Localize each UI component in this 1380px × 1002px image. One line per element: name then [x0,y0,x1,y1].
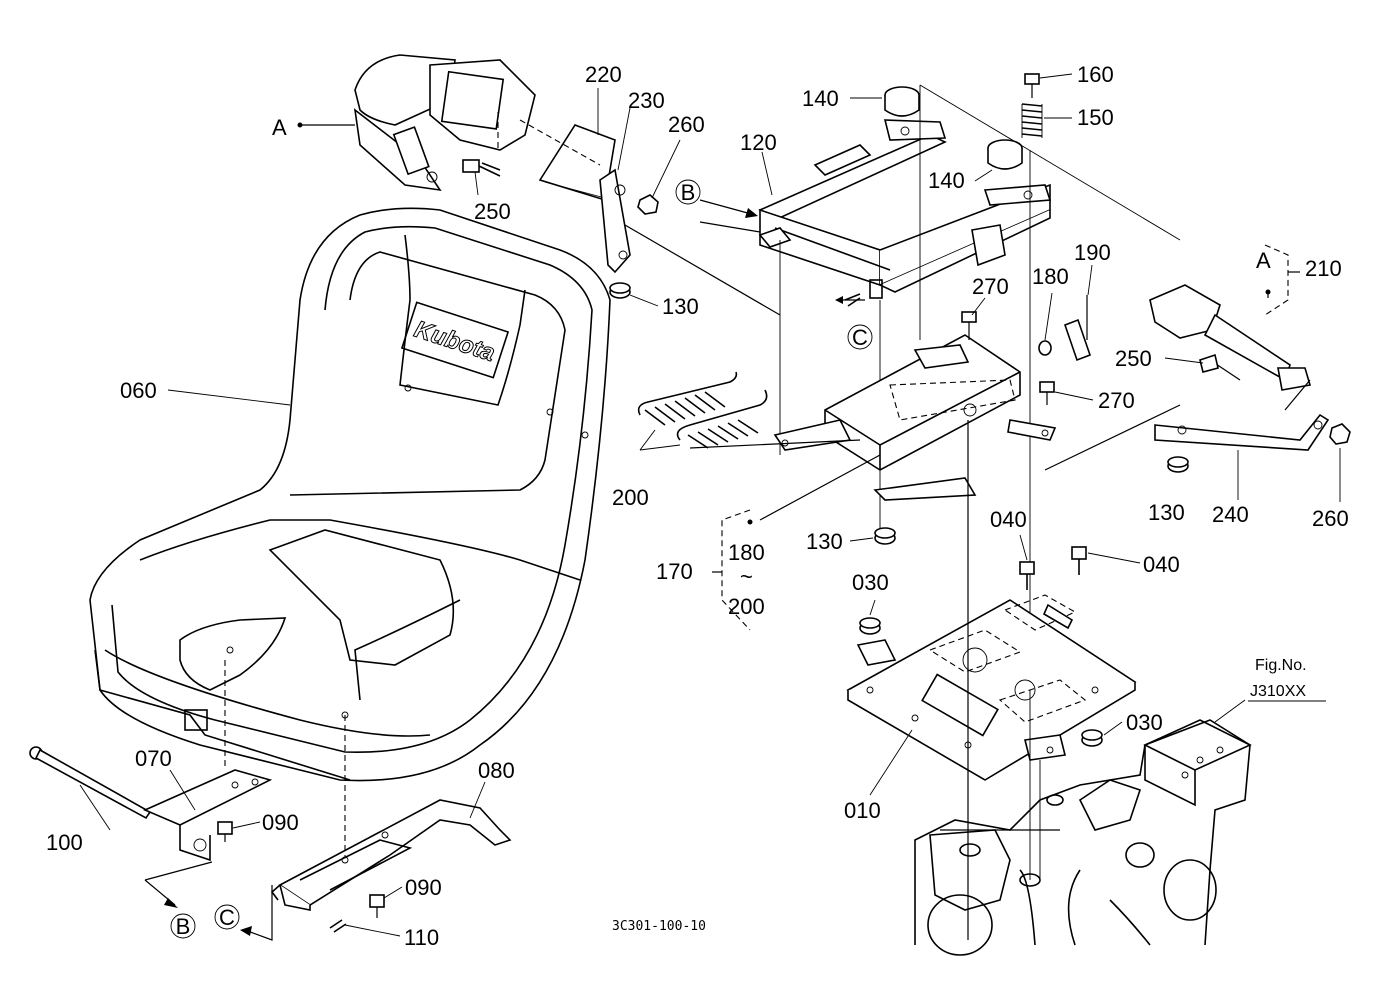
bolt-090-right [369,894,385,918]
label-030-left: 030 [852,570,889,595]
leader-lines [79,73,1341,941]
transmission-housing [914,690,1252,956]
fig-no-value: J310XX [1250,683,1306,700]
bracket-070 [143,660,273,862]
label-150: 150 [1077,105,1114,130]
label-080: 080 [478,758,515,783]
label-210: 210 [1305,256,1342,281]
roller-140-right [987,139,1023,170]
ref-circle-c-top [847,324,873,350]
seat-belt-buckle [1149,244,1312,411]
nut-260-left [637,194,659,215]
ref-label-b-bottom: B [176,914,191,939]
bushing-030-right [1081,729,1103,747]
bolt-250-left [462,159,501,177]
label-100: 100 [46,830,83,855]
bushing-130-right [1167,456,1189,473]
seat-060: Kubota [89,207,611,782]
label-200-left: 200 [612,485,649,510]
bolt-270-top [961,311,977,340]
label-260-top: 260 [668,112,705,137]
label-090-right: 090 [405,875,442,900]
label-200-group: 200 [728,594,765,619]
label-040-right: 040 [1143,552,1180,577]
spring-200 [637,371,768,449]
bar-240 [1044,404,1330,471]
label-190: 190 [1074,240,1111,265]
cover-220 [519,119,616,202]
ref-circle-c-bottom [214,904,240,930]
label-160: 160 [1077,62,1114,87]
ref-label-a-left: A [272,115,287,140]
label-250-right: 250 [1115,346,1152,371]
label-120: 120 [740,130,777,155]
label-180-top: 180 [1032,264,1069,289]
label-130-left: 130 [662,294,699,319]
bolt-160 [1024,73,1040,98]
bolt-270-right [1039,381,1055,405]
bushing-030-left [859,617,881,635]
label-180-group: 180 [728,540,765,565]
bracket-080 [278,715,512,911]
label-060: 060 [120,378,157,403]
base-bracket [689,334,1057,501]
label-070: 070 [135,746,172,771]
washer-180 [1038,340,1052,356]
label-240: 240 [1212,502,1249,527]
label-010: 010 [844,798,881,823]
label-220: 220 [585,62,622,87]
nut-260-right [1329,423,1351,445]
spring-150 [1021,103,1043,138]
bushing-130-left [609,282,631,299]
ref-circle-b-bottom [170,913,196,939]
part-labels: A A B C B C 220 230 260 250 120 140 140 … [46,62,1349,950]
label-090-left: 090 [262,810,299,835]
slide-frame-120 [699,119,1052,307]
group-170-bracket [712,454,881,631]
ref-label-a-right: A [1256,248,1271,273]
label-270-top: 270 [972,274,1009,299]
roller-140-top [884,86,920,117]
pin-190 [1063,295,1092,362]
label-030-right: 030 [1126,710,1163,735]
fig-no-label: Fig.No. [1255,657,1307,674]
seat-belt-retractor [353,54,536,192]
label-130-center: 130 [806,529,843,554]
ref-label-c-top: C [852,325,868,350]
label-250-left: 250 [474,199,511,224]
label-tilde: ~ [740,564,753,589]
rod-100 [29,746,152,820]
ref-label-b-top: B [681,180,696,205]
bracket-230 [599,168,781,316]
label-130-right: 130 [1148,500,1185,525]
label-170: 170 [656,559,693,584]
bushing-130-center [874,527,896,545]
ref-circle-b-top [675,179,701,205]
label-230: 230 [628,88,665,113]
label-260-right: 260 [1312,506,1349,531]
label-040-left: 040 [990,507,1027,532]
bolt-090-left [217,821,233,842]
label-140-right: 140 [928,168,965,193]
drawing-code: 3C301-100-10 [612,919,706,934]
ref-label-c-bottom: C [219,905,235,930]
base-plate-010 [846,420,1137,940]
label-140-top: 140 [802,86,839,111]
label-270-right: 270 [1098,388,1135,413]
bolt-040-left [1019,561,1035,590]
label-110: 110 [404,925,439,950]
bolt-040-right [1071,546,1087,575]
